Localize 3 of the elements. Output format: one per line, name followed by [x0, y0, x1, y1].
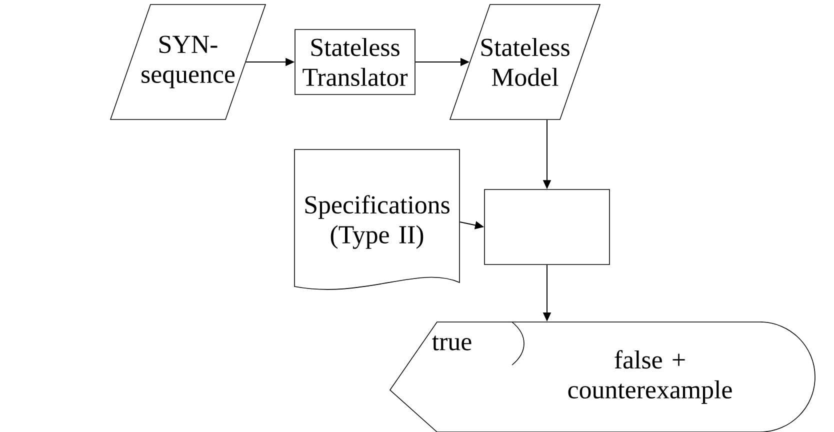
display-section: true — [432, 322, 524, 366]
box — [484, 189, 610, 265]
process-box: Stateless Translator — [294, 29, 416, 95]
